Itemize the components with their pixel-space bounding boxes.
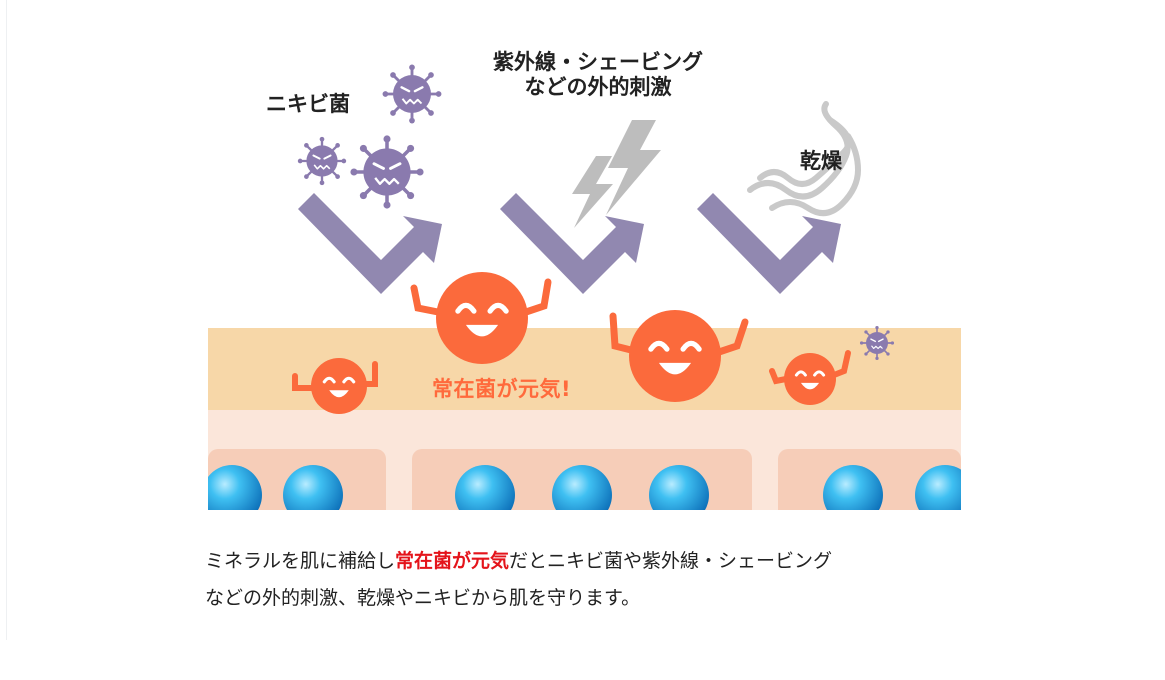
caption-line1-suffix: だとニキビ菌や紫外線・シェービング <box>509 550 833 572</box>
mineral-ball <box>283 465 343 510</box>
friendly-bacteria-icon <box>609 310 749 402</box>
deflection-arrows <box>298 193 841 294</box>
friendly-bacteria <box>292 272 851 416</box>
label-acne-bacteria: ニキビ菌 <box>266 92 350 116</box>
mineral-ball <box>208 465 262 510</box>
friendly-bacteria-icon <box>769 350 851 407</box>
caption-highlight: 常在菌が元気 <box>395 550 510 572</box>
deflect-arrow-icon <box>298 193 442 294</box>
friendly-bacteria-icon <box>292 356 378 416</box>
label-bacteria-healthy: 常在菌が元気! <box>432 377 572 401</box>
label-uv-line2: などの外的刺激 <box>524 74 672 99</box>
deflect-arrow-icon <box>500 193 644 294</box>
mineral-ball <box>915 465 961 510</box>
label-uv-shaving: 紫外線・シェービング などの外的刺激 <box>493 50 703 100</box>
mineral-ball <box>455 465 515 510</box>
germ-icon <box>296 135 348 187</box>
germ-icon <box>381 63 443 125</box>
caption-line1: ミネラルを肌に補給し常在菌が元気だとニキビ菌や紫外線・シェービング <box>205 543 832 580</box>
deflect-arrow-icon <box>697 193 841 294</box>
germ-icon <box>348 133 426 211</box>
caption-line2: などの外的刺激、乾燥やニキビから肌を守ります。 <box>205 587 641 609</box>
mineral-ball <box>552 465 612 510</box>
mineral-ball <box>649 465 709 510</box>
mineral-balls <box>208 465 961 510</box>
friendly-bacteria-icon <box>410 272 552 364</box>
mineral-ball <box>823 465 883 510</box>
left-divider <box>6 0 7 640</box>
label-dryness: 乾燥 <box>800 149 842 173</box>
dryness-waves-icon <box>747 101 862 217</box>
caption-line1-prefix: ミネラルを肌に補給し <box>205 550 396 572</box>
label-uv-line1: 紫外線・シェービング <box>493 50 703 74</box>
acne-germs <box>296 63 895 361</box>
lightning-icon <box>572 120 661 228</box>
germ-icon <box>859 325 895 361</box>
caption: ミネラルを肌に補給し常在菌が元気だとニキビ菌や紫外線・シェービング などの外的刺… <box>205 543 832 617</box>
